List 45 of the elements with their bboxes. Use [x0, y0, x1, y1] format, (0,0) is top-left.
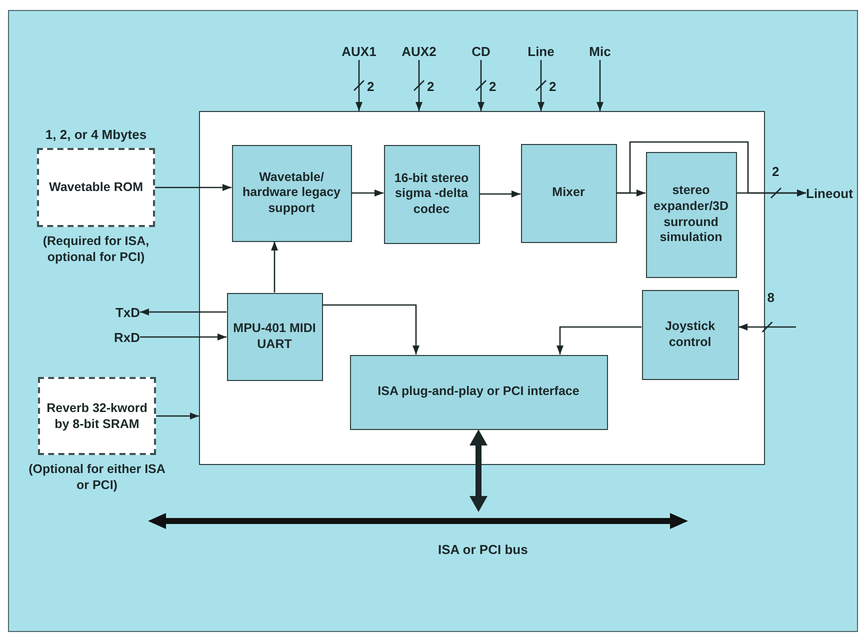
external-memory-box: Reverb 32-kword by 8-bit SRAM	[38, 377, 156, 455]
arrow	[156, 412, 199, 420]
arrow	[535, 60, 547, 111]
size-label: 1, 2, or 4 Mbytes	[45, 127, 147, 142]
signal-label: Mic	[585, 42, 615, 60]
function-block: Mixer	[520, 144, 616, 242]
edge-label: 8	[767, 291, 774, 305]
function-block: Joystick control	[642, 290, 738, 380]
arrow	[556, 326, 642, 354]
signal-label: RxD	[104, 328, 140, 346]
note-text: (Optional for either ISA or PCI)	[28, 461, 166, 494]
signal-label: Line	[524, 42, 558, 60]
chip-outline	[199, 111, 765, 465]
edge-label: 2	[367, 80, 374, 94]
note-text: (Required for ISA, optional for PCI)	[42, 233, 150, 266]
bus-connector-arrow	[470, 430, 488, 512]
signal-label: AUX1	[340, 42, 378, 60]
arrow	[413, 60, 425, 111]
arrow	[271, 242, 278, 292]
edge-label: 2	[772, 165, 780, 179]
signal-label: TxD	[104, 303, 140, 321]
arrow	[475, 60, 487, 111]
arrow	[140, 334, 226, 340]
arrow	[736, 187, 806, 199]
arrow	[140, 308, 226, 316]
arrow	[596, 60, 604, 111]
bus-label: ISA or PCI bus	[438, 542, 528, 557]
function-block: Wavetable/ hardware legacy support	[232, 144, 352, 242]
function-block: stereo expander/3D surround simulation	[646, 152, 736, 278]
external-memory-box: Wavetable ROM	[37, 148, 155, 227]
function-block: 16-bit stereo sigma -delta codec	[384, 144, 480, 244]
arrow	[322, 304, 420, 354]
signal-label: AUX2	[400, 42, 438, 60]
signal-label: CD	[466, 42, 496, 60]
function-block: ISA plug-and-play or PCI interface	[350, 354, 608, 430]
function-block: MPU-401 MIDI UART	[226, 292, 322, 380]
arrow	[155, 184, 232, 191]
arrow	[738, 321, 796, 333]
edge-label: 2	[427, 80, 434, 94]
arrow	[353, 60, 365, 111]
signal-label: Lineout	[806, 184, 858, 202]
edge-label: 2	[549, 80, 556, 94]
edge-label: 2	[489, 80, 496, 94]
arrow	[480, 190, 520, 198]
arrow	[352, 190, 384, 196]
